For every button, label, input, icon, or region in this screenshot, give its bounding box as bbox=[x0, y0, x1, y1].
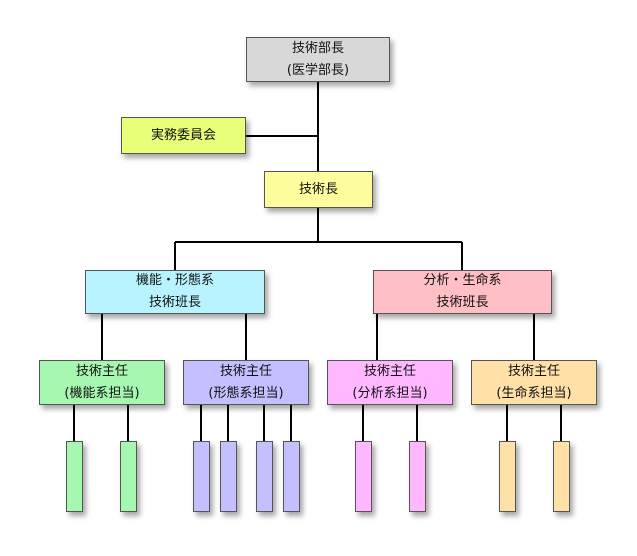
node-leader-left-line2: 技術班長 bbox=[148, 295, 201, 310]
node-chief: 技術長 bbox=[264, 171, 373, 208]
node-sub-1-line1: 技術主任 bbox=[75, 363, 128, 379]
node-leader-left-line1: 機能・形態系 bbox=[135, 273, 214, 288]
node-sub-2-line1: 技術主任 bbox=[219, 363, 272, 379]
node-leader-left: 機能・形態系 技術班長 bbox=[85, 270, 265, 314]
node-sub-3: 技術主任 (分析系担当) bbox=[327, 360, 453, 405]
node-committee: 実務委員会 bbox=[121, 117, 246, 154]
leaf-box bbox=[120, 441, 137, 512]
node-committee-label: 実務委員会 bbox=[150, 127, 216, 143]
node-sub-4-line2: (生命系担当) bbox=[496, 385, 572, 401]
node-leader-right-line1: 分析・生命系 bbox=[423, 273, 502, 288]
node-head: 技術部長 (医学部長) bbox=[246, 37, 390, 82]
leaf-box bbox=[409, 441, 426, 512]
leaf-box bbox=[553, 441, 570, 512]
node-head-line2: (医学部長) bbox=[286, 62, 350, 78]
leaf-box bbox=[283, 441, 300, 512]
leaf-box bbox=[220, 441, 237, 512]
leaf-box bbox=[355, 441, 372, 512]
node-sub-1: 技術主任 (機能系担当) bbox=[39, 360, 165, 405]
node-leader-right: 分析・生命系 技術班長 bbox=[373, 270, 552, 314]
node-sub-4: 技術主任 (生命系担当) bbox=[471, 360, 597, 405]
node-sub-1-line2: (機能系担当) bbox=[64, 385, 140, 401]
leaf-box bbox=[499, 441, 516, 512]
node-sub-4-line1: 技術主任 bbox=[507, 363, 560, 379]
node-sub-2-line2: (形態系担当) bbox=[208, 385, 284, 401]
node-sub-3-line1: 技術主任 bbox=[363, 363, 416, 379]
node-chief-label: 技術長 bbox=[298, 181, 338, 197]
leaf-box bbox=[256, 441, 273, 512]
node-leader-right-line2: 技術班長 bbox=[436, 295, 489, 310]
node-head-line1: 技術部長 bbox=[291, 40, 344, 56]
node-sub-3-line2: (分析系担当) bbox=[352, 385, 428, 401]
node-sub-2: 技術主任 (形態系担当) bbox=[183, 360, 309, 405]
leaf-box bbox=[193, 441, 210, 512]
leaf-box bbox=[66, 441, 83, 512]
